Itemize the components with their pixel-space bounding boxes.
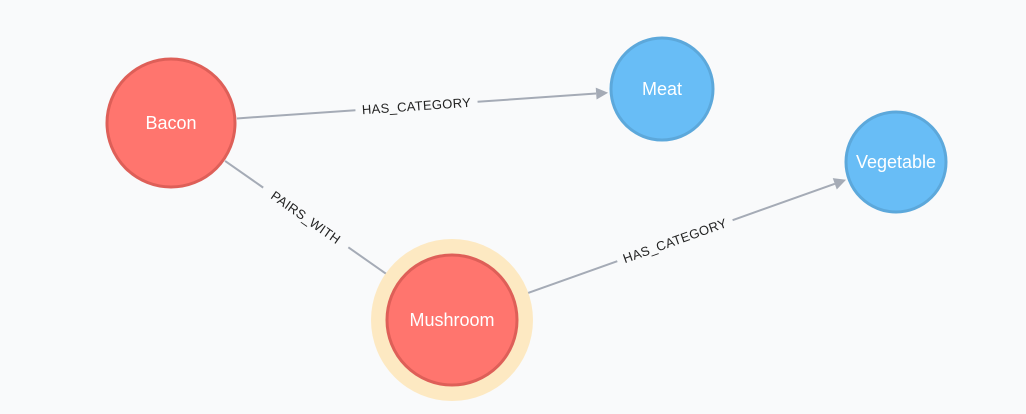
node-caption: Bacon xyxy=(145,113,196,133)
node-mushroom[interactable]: Mushroom xyxy=(371,239,533,401)
relationship-rel-bacon-meat[interactable]: HAS_CATEGORY xyxy=(236,87,609,120)
arrowhead-icon xyxy=(832,178,847,190)
node-caption: Vegetable xyxy=(856,152,936,172)
relationship-line[interactable] xyxy=(236,109,356,120)
relationship-line[interactable] xyxy=(224,160,264,189)
node-vegetable[interactable]: Vegetable xyxy=(844,110,948,214)
relationship-type-label: HAS_CATEGORY xyxy=(361,95,471,118)
arrowhead-icon xyxy=(595,87,609,100)
relationship-rel-bacon-mushroom[interactable]: PAIRS_WITH xyxy=(224,160,397,281)
relationship-type-label: PAIRS_WITH xyxy=(268,188,343,247)
relationships-layer: HAS_CATEGORY PAIRS_WITH HAS_CATEGORY xyxy=(224,87,847,299)
relationship-type-label: HAS_CATEGORY xyxy=(621,215,729,266)
node-bacon[interactable]: Bacon xyxy=(105,57,237,189)
relationship-line[interactable] xyxy=(732,182,836,222)
node-caption: Mushroom xyxy=(409,310,494,330)
node-circle[interactable] xyxy=(385,253,519,387)
relationship-line[interactable] xyxy=(347,246,388,275)
node-meat[interactable]: Meat xyxy=(609,36,715,142)
relationship-rel-mushroom-vegetable[interactable]: HAS_CATEGORY xyxy=(514,178,847,299)
node-circle[interactable] xyxy=(105,57,237,189)
node-circle[interactable] xyxy=(609,36,715,142)
relationship-line[interactable] xyxy=(514,260,618,299)
node-caption: Meat xyxy=(642,79,682,99)
node-circle[interactable] xyxy=(844,110,948,214)
relationship-line[interactable] xyxy=(477,92,597,103)
